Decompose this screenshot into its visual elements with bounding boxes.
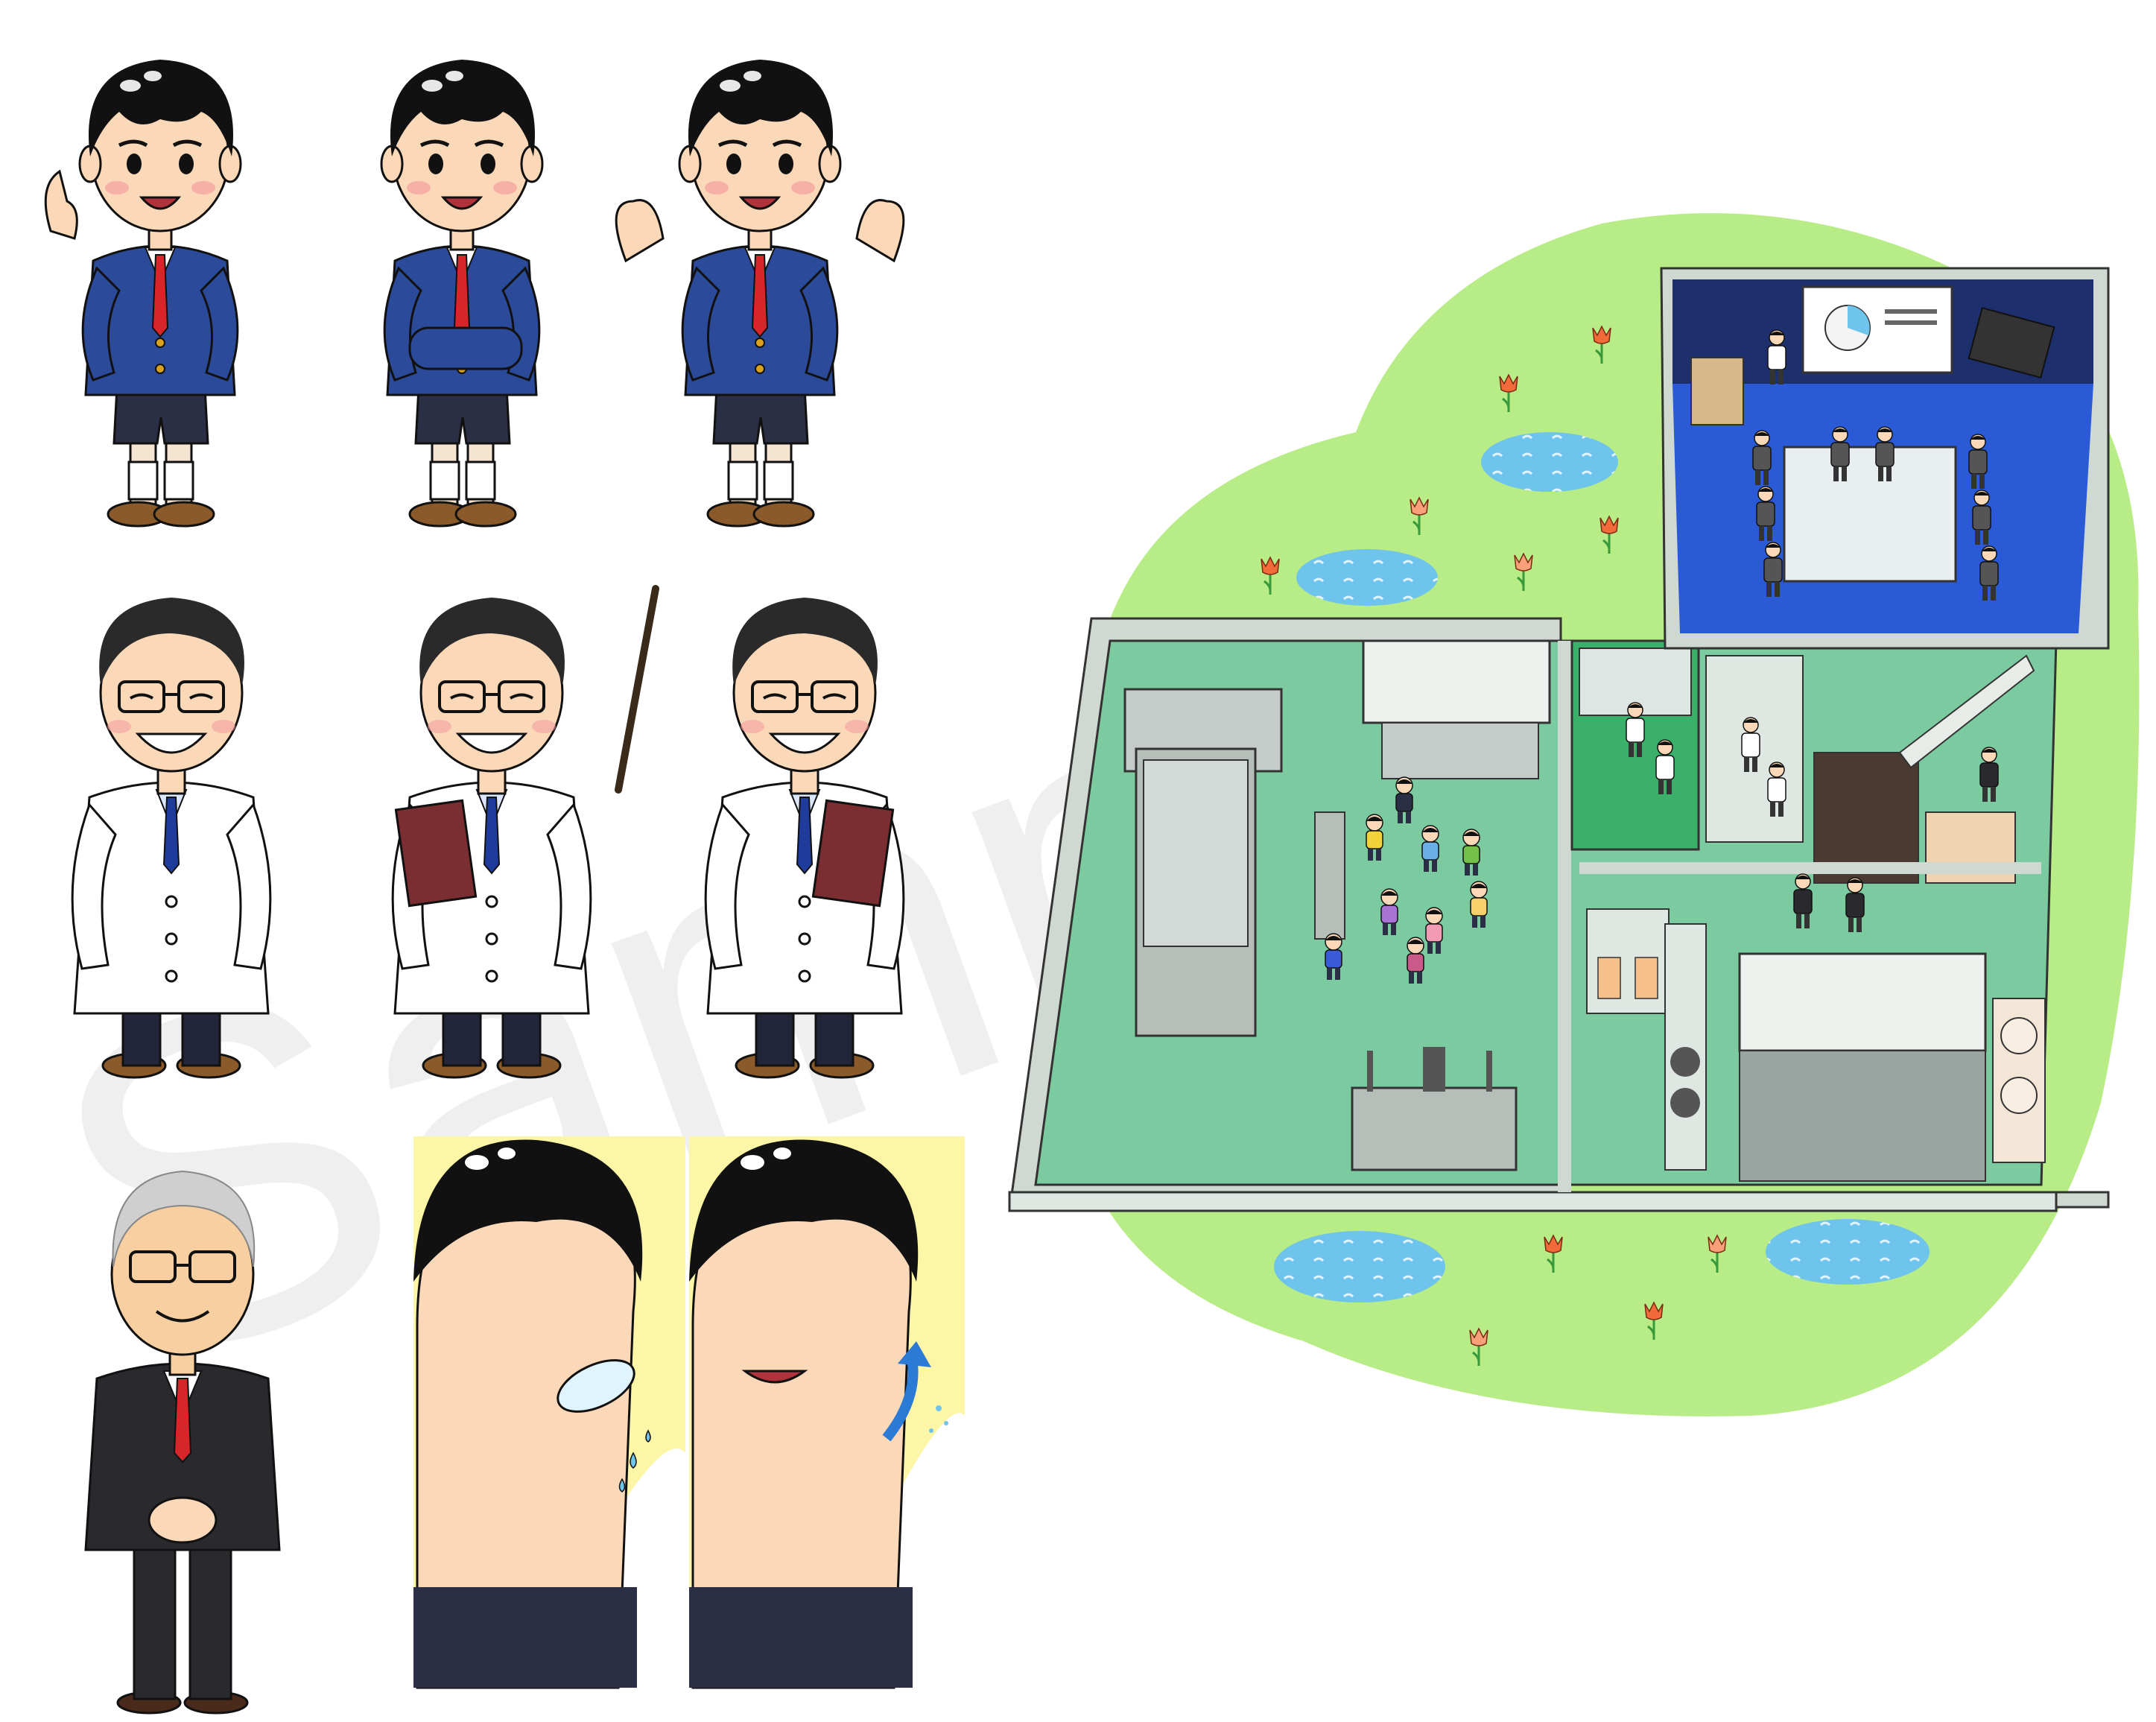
ice-pack	[557, 1359, 635, 1413]
student-pointing	[44, 60, 241, 526]
pond	[1481, 432, 1618, 492]
raised-hand-right	[855, 199, 905, 263]
pond	[1274, 1231, 1445, 1302]
pond	[1766, 1219, 1930, 1285]
book	[394, 799, 478, 908]
student-surprised	[615, 60, 905, 526]
facility-scene	[1008, 213, 2140, 1416]
doctor-book	[706, 598, 904, 1077]
pointer-stick	[615, 585, 659, 794]
washroom	[1570, 639, 1804, 851]
equipment-room	[1579, 862, 2046, 1182]
book	[811, 799, 895, 908]
panel-spray-before	[413, 1136, 685, 1689]
water-drops-icon	[618, 1429, 651, 1492]
pond	[1296, 549, 1438, 606]
raised-finger-hand	[44, 169, 78, 240]
meeting-room	[1660, 267, 2110, 650]
crossed-arms	[408, 326, 523, 370]
meeting-table	[1783, 446, 1957, 583]
raised-hand-left	[615, 199, 665, 263]
executive	[84, 1170, 281, 1715]
lobby-stairs	[1813, 654, 2035, 884]
doctor-pointer	[393, 585, 659, 1077]
student-arms-crossed	[381, 60, 542, 526]
panel-spray-after	[689, 1136, 965, 1689]
kitchen	[1123, 639, 1571, 1192]
up-arrow-icon	[882, 1341, 948, 1442]
doctor-smiling	[72, 598, 270, 1077]
